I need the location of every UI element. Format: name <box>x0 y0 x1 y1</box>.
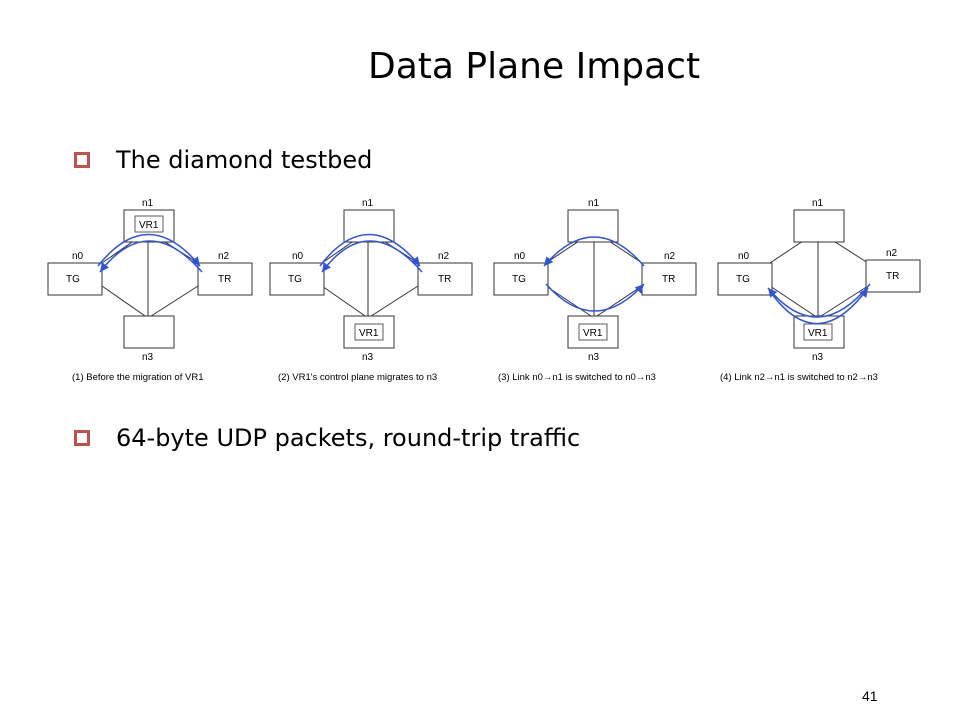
label-tr: TR <box>662 274 675 285</box>
node-tg <box>47 262 103 296</box>
label-n1: n1 <box>362 198 374 209</box>
node-tg <box>493 262 549 296</box>
label-vr-bottom: VR1 <box>808 328 828 339</box>
label-n3: n3 <box>362 352 374 363</box>
label-tr: TR <box>886 271 899 282</box>
label-n1: n1 <box>588 198 600 209</box>
panel-4: n0 n1 n2 n3 TG TR VR1 (4) Link n2→n1 is … <box>717 198 921 383</box>
diamond-testbed-diagram: n0 n1 n2 n3 TG TR VR1 (1) Before the mig… <box>47 198 921 383</box>
label-vr-bottom: VR1 <box>583 328 603 339</box>
label-tr: TR <box>438 274 451 285</box>
caption: (4) Link n2→n1 is switched to n2→n3 <box>720 372 878 383</box>
panel-2: n0 n1 n2 n3 TG TR VR1 (2) VR1's control … <box>269 198 473 383</box>
label-n1: n1 <box>812 198 824 209</box>
node-tg <box>269 262 325 296</box>
vr-box <box>578 323 608 341</box>
bullet-item: 64-byte UDP packets, round-trip traffic <box>74 424 580 452</box>
page-number: 41 <box>862 688 878 704</box>
label-tg: TG <box>288 274 302 285</box>
label-n1: n1 <box>142 198 154 209</box>
label-n3: n3 <box>588 352 600 363</box>
node-tr <box>197 262 253 296</box>
square-bullet-icon <box>74 152 90 168</box>
label-n0: n0 <box>738 251 750 262</box>
label-tg: TG <box>66 274 80 285</box>
bullet-text: The diamond testbed <box>116 146 373 174</box>
label-n2: n2 <box>218 251 230 262</box>
title-area: Data Plane Impact <box>0 0 960 110</box>
vr-box <box>354 323 384 341</box>
caption: (2) VR1's control plane migrates to n3 <box>278 372 437 383</box>
caption: (1) Before the migration of VR1 <box>72 372 203 383</box>
slide-title: Data Plane Impact <box>368 46 701 87</box>
node-tg <box>717 262 773 296</box>
panel-3: n0 n1 n2 n3 TG TR VR1 (3) Link n0→n1 is … <box>493 198 697 383</box>
node-tr <box>865 259 921 293</box>
label-n3: n3 <box>142 352 154 363</box>
node-n1 <box>343 209 395 243</box>
node-tr <box>641 262 697 296</box>
label-vr-bottom: VR1 <box>359 328 379 339</box>
node-n3 <box>123 315 175 349</box>
label-n0: n0 <box>72 251 84 262</box>
caption: (3) Link n0→n1 is switched to n0→n3 <box>498 372 656 383</box>
label-tr: TR <box>218 274 231 285</box>
label-n0: n0 <box>292 251 304 262</box>
label-n2: n2 <box>886 248 898 259</box>
bullet-item: The diamond testbed <box>74 146 372 174</box>
label-tg: TG <box>512 274 526 285</box>
bullet-text: 64-byte UDP packets, round-trip traffic <box>116 424 581 452</box>
node-n1 <box>793 209 845 243</box>
node-tr <box>417 262 473 296</box>
label-n0: n0 <box>514 251 526 262</box>
square-bullet-icon <box>74 430 90 446</box>
label-tg: TG <box>736 274 750 285</box>
label-n3: n3 <box>812 352 824 363</box>
label-n2: n2 <box>664 251 676 262</box>
vr-box <box>134 215 164 233</box>
label-n2: n2 <box>438 251 450 262</box>
label-vr-top: VR1 <box>139 220 159 231</box>
panel-1: n0 n1 n2 n3 TG TR VR1 (1) Before the mig… <box>47 198 253 383</box>
